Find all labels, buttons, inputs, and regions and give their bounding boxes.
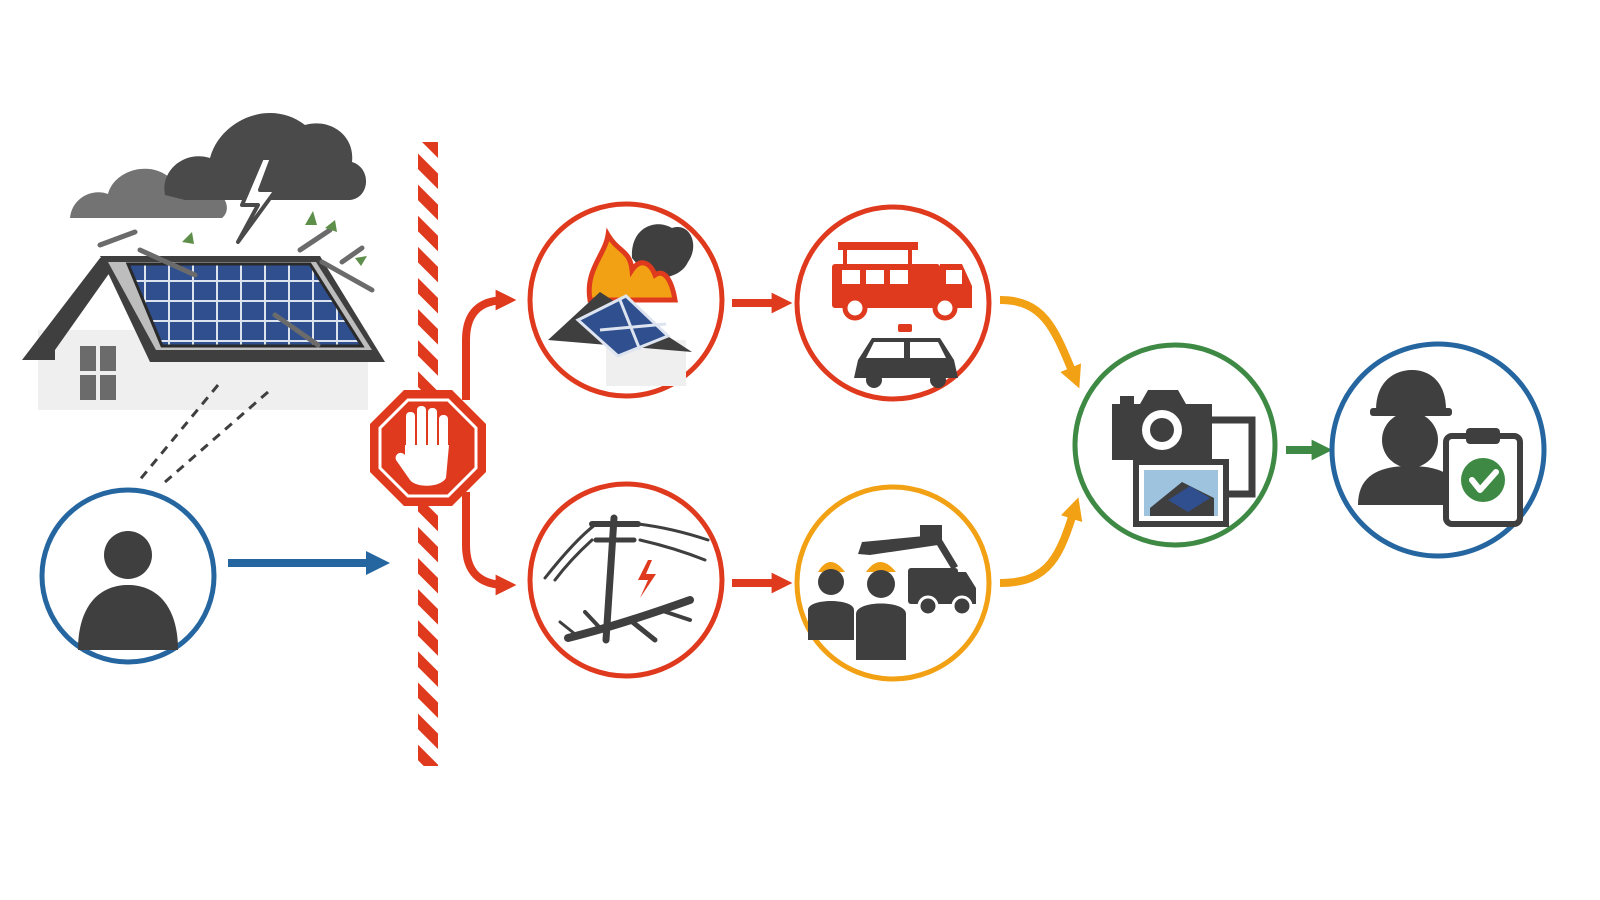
power-line-icon xyxy=(543,514,710,644)
inspector-node xyxy=(1329,341,1547,559)
emergency-services-node xyxy=(794,204,992,402)
fallen-tree-icon xyxy=(558,596,694,643)
stop-hand-icon xyxy=(395,406,449,486)
house-fire-icon xyxy=(548,224,694,386)
arrow-to-fire xyxy=(462,289,517,400)
storm-cloud-icon xyxy=(70,113,367,218)
inspector-icon xyxy=(1358,370,1462,505)
solar-panel-icon xyxy=(125,262,365,348)
downed-power-line-node xyxy=(527,481,725,679)
person-icon xyxy=(78,531,178,650)
arrow-to-powerline xyxy=(462,492,517,596)
arrow-crew-to-documentation xyxy=(999,497,1083,587)
stop-sign xyxy=(370,390,486,506)
bucket-truck-icon xyxy=(858,525,976,617)
photo-documentation-node xyxy=(1072,342,1278,548)
utility-crew-icon xyxy=(808,562,906,660)
camera-icon xyxy=(1112,390,1212,460)
branch-icon xyxy=(97,227,375,348)
lightning-icon xyxy=(236,156,278,244)
house-icon xyxy=(22,211,385,410)
fire-truck-icon xyxy=(832,242,972,321)
checklist-icon xyxy=(1443,428,1523,527)
homeowner-node xyxy=(39,487,217,665)
photos-icon xyxy=(1133,416,1256,527)
arrow-firetruck-to-documentation xyxy=(999,296,1082,389)
house-fire-node xyxy=(527,201,725,399)
police-car-icon xyxy=(854,324,958,388)
utility-crew-node xyxy=(794,484,992,682)
sight-lines xyxy=(136,384,269,484)
window-icon xyxy=(80,346,116,400)
electric-spark-icon xyxy=(638,560,656,598)
